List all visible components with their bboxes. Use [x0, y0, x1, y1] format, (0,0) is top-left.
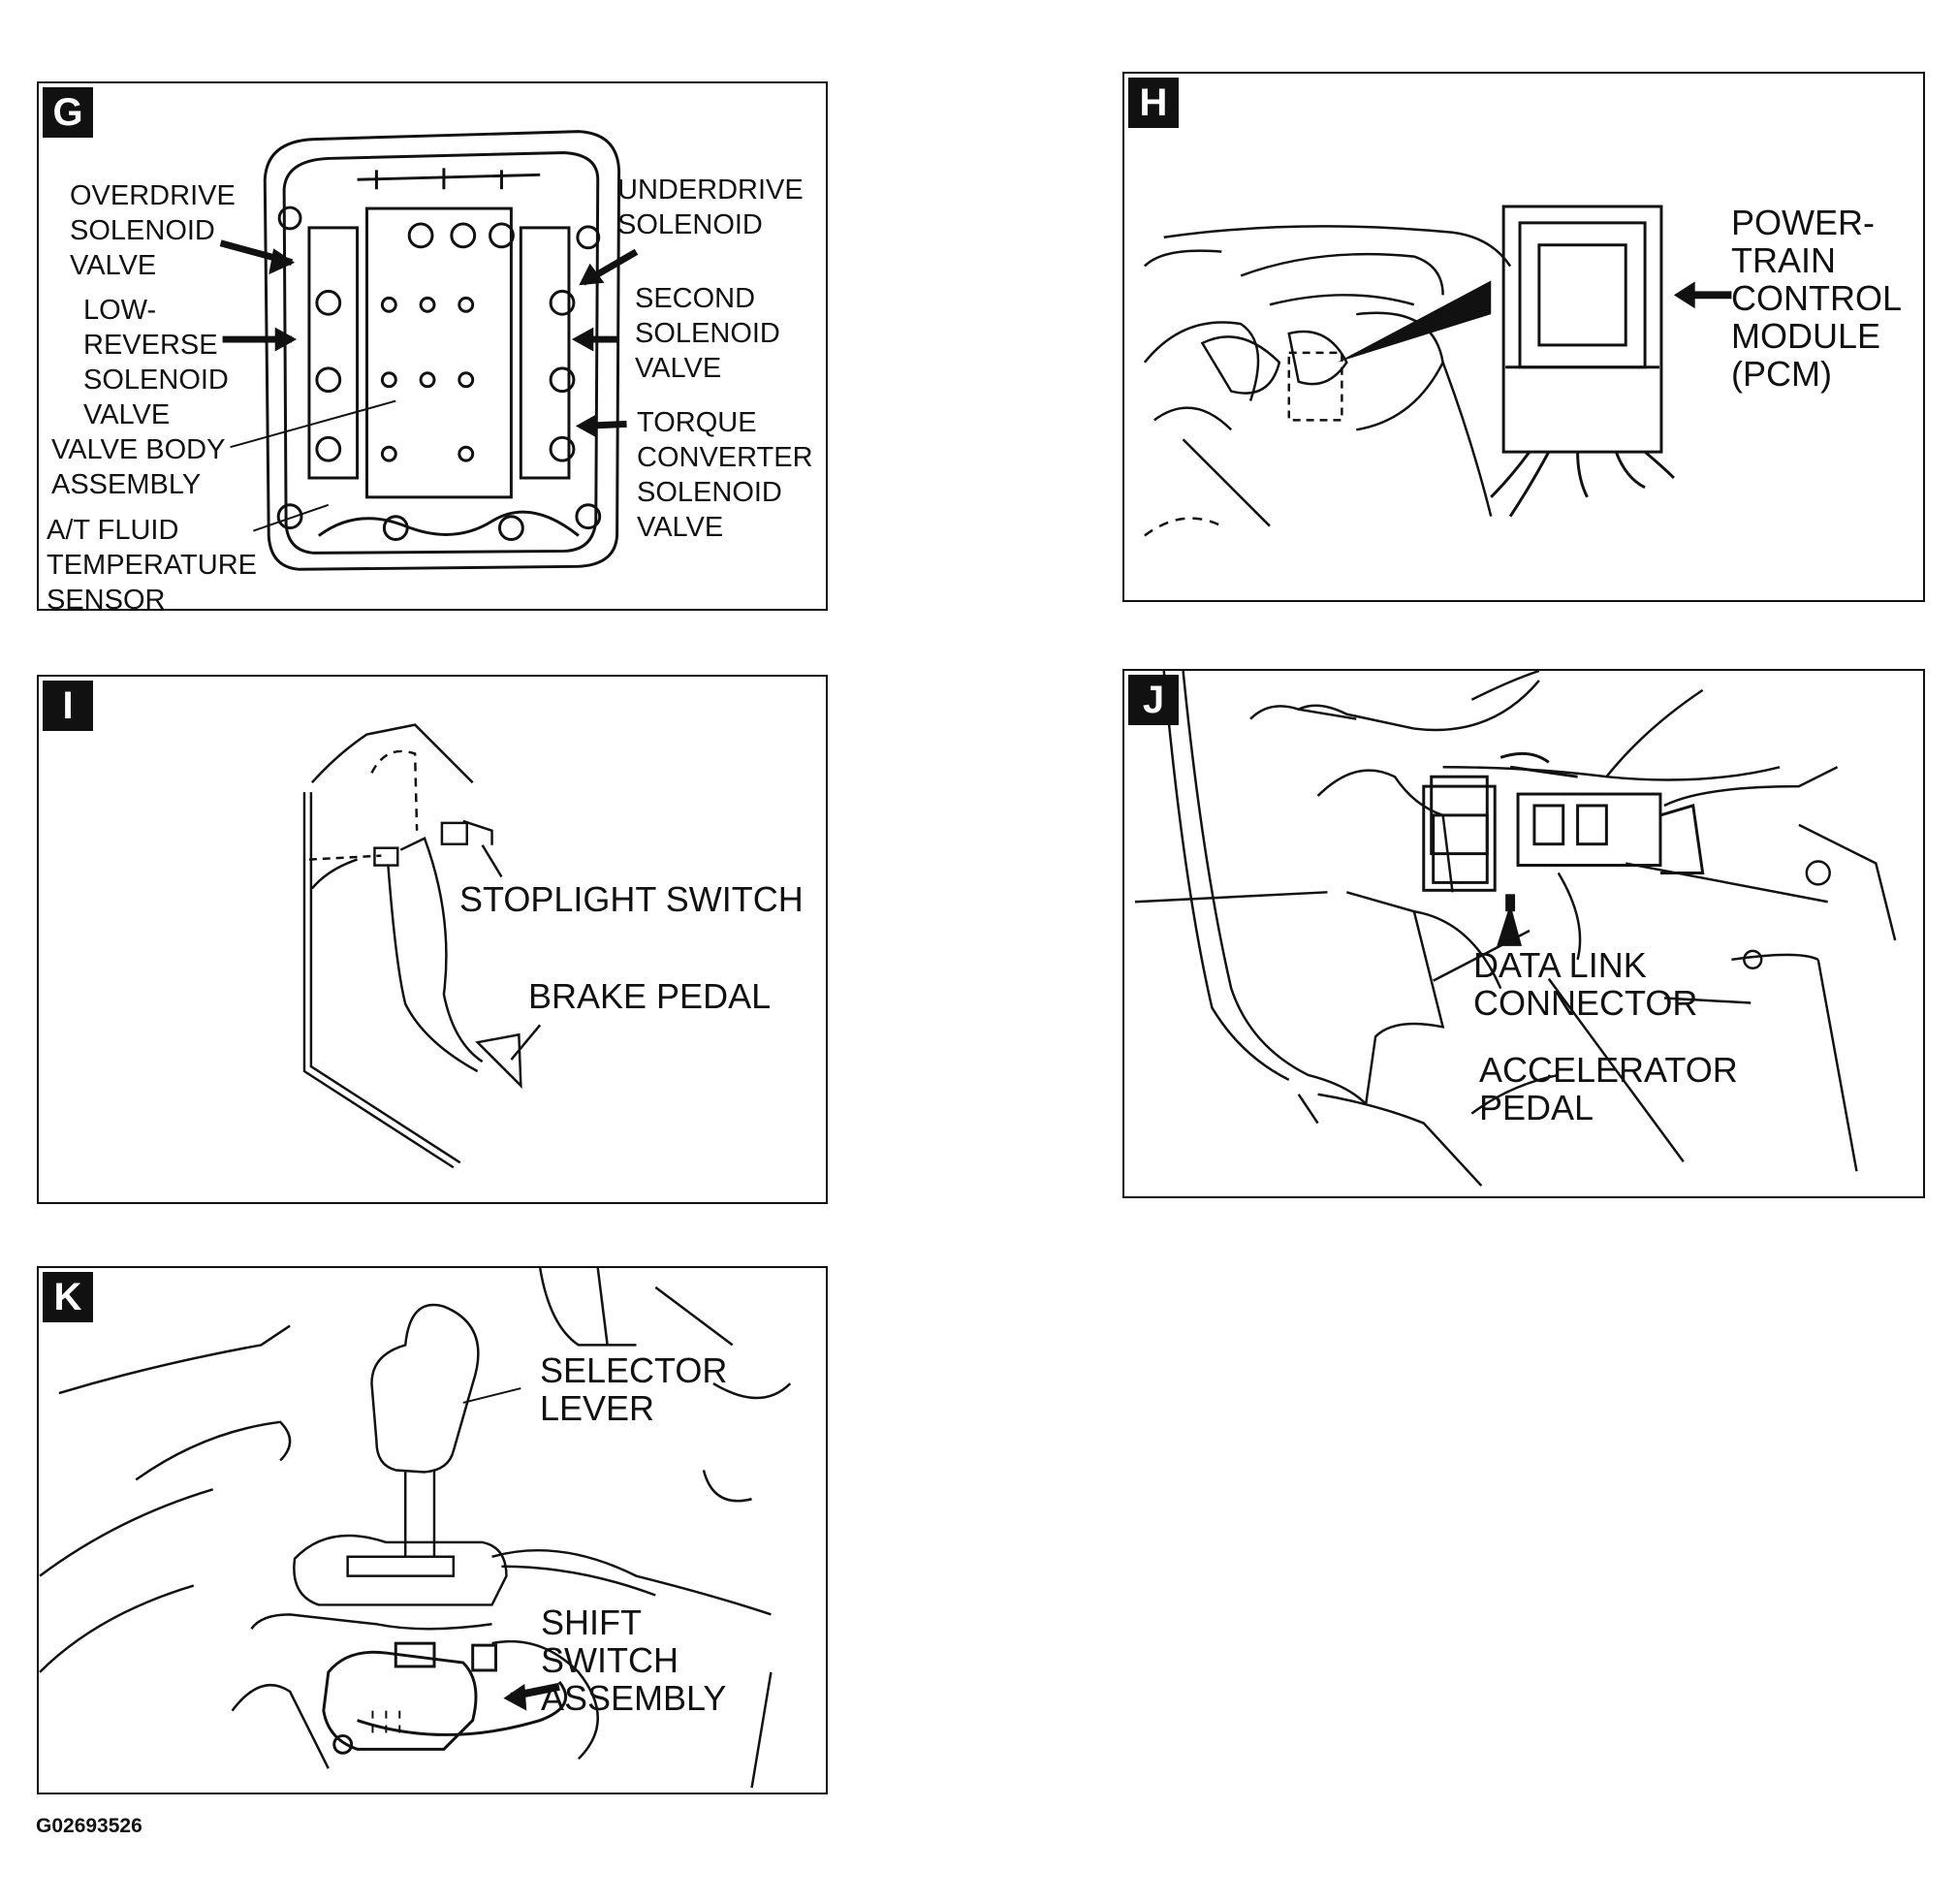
label-torque-converter-solenoid-valve: TORQUE CONVERTER SOLENOID VALVE [637, 407, 813, 543]
label-accelerator-pedal: ACCELERATOR PEDAL [1479, 1050, 1738, 1127]
label-shift-switch-assembly: SHIFT SWITCH ASSEMBLY [541, 1603, 727, 1718]
label-low-reverse-solenoid-valve: LOW- REVERSE SOLENOID VALVE [83, 295, 229, 430]
valve-body-illustration [219, 130, 639, 571]
label-selector-lever: SELECTOR LEVER [540, 1350, 728, 1428]
label-underdrive-solenoid: UNDERDRIVE SOLENOID [617, 175, 804, 240]
data-link-connector-illustration [1134, 671, 1897, 1187]
panel-letter-j: J [1128, 675, 1179, 725]
label-at-fluid-temperature-sensor: A/T FLUID TEMPERATURE SENSOR [47, 515, 257, 616]
panel-letter-k: K [43, 1272, 93, 1322]
figure-id: G02693526 [36, 1815, 142, 1837]
label-brake-pedal: BRAKE PEDAL [528, 976, 772, 1016]
panel-letter-g: G [43, 87, 93, 138]
panel-j: J DATA LINK CONNECTOR ACCELERATOR PEDAL [1122, 669, 1925, 1198]
brake-pedal-illustration [302, 723, 542, 1169]
panel-letter-i: I [43, 681, 93, 731]
label-valve-body-assembly: VALVE BODY ASSEMBLY [51, 434, 226, 500]
panel-i: I STOPLIGHT SWITCH BRAKE PEDAL [37, 675, 828, 1204]
label-powertrain-control-module: POWER- TRAIN CONTROL MODULE (PCM) [1731, 203, 1903, 394]
label-stoplight-switch: STOPLIGHT SWITCH [459, 879, 804, 919]
panel-k: K SELECTOR LEVER SHIFT SWITCH ASSEMBLY [37, 1266, 828, 1794]
label-second-solenoid-valve: SECOND SOLENOID VALVE [635, 283, 780, 384]
label-overdrive-solenoid-valve: OVERDRIVE SOLENOID VALVE [70, 180, 236, 281]
panel-letter-h: H [1128, 78, 1179, 128]
label-data-link-connector: DATA LINK CONNECTOR [1473, 945, 1698, 1023]
panel-h: H POWER- TRAIN CONTROL MODULE (PCM) [1122, 72, 1925, 602]
dashboard-pcm-illustration [1143, 205, 1732, 537]
shift-lever-illustration [39, 1268, 792, 1789]
panel-g: G OVERDRIVE SOLENOID VALVE UNDERDRIVE SO… [37, 81, 828, 616]
